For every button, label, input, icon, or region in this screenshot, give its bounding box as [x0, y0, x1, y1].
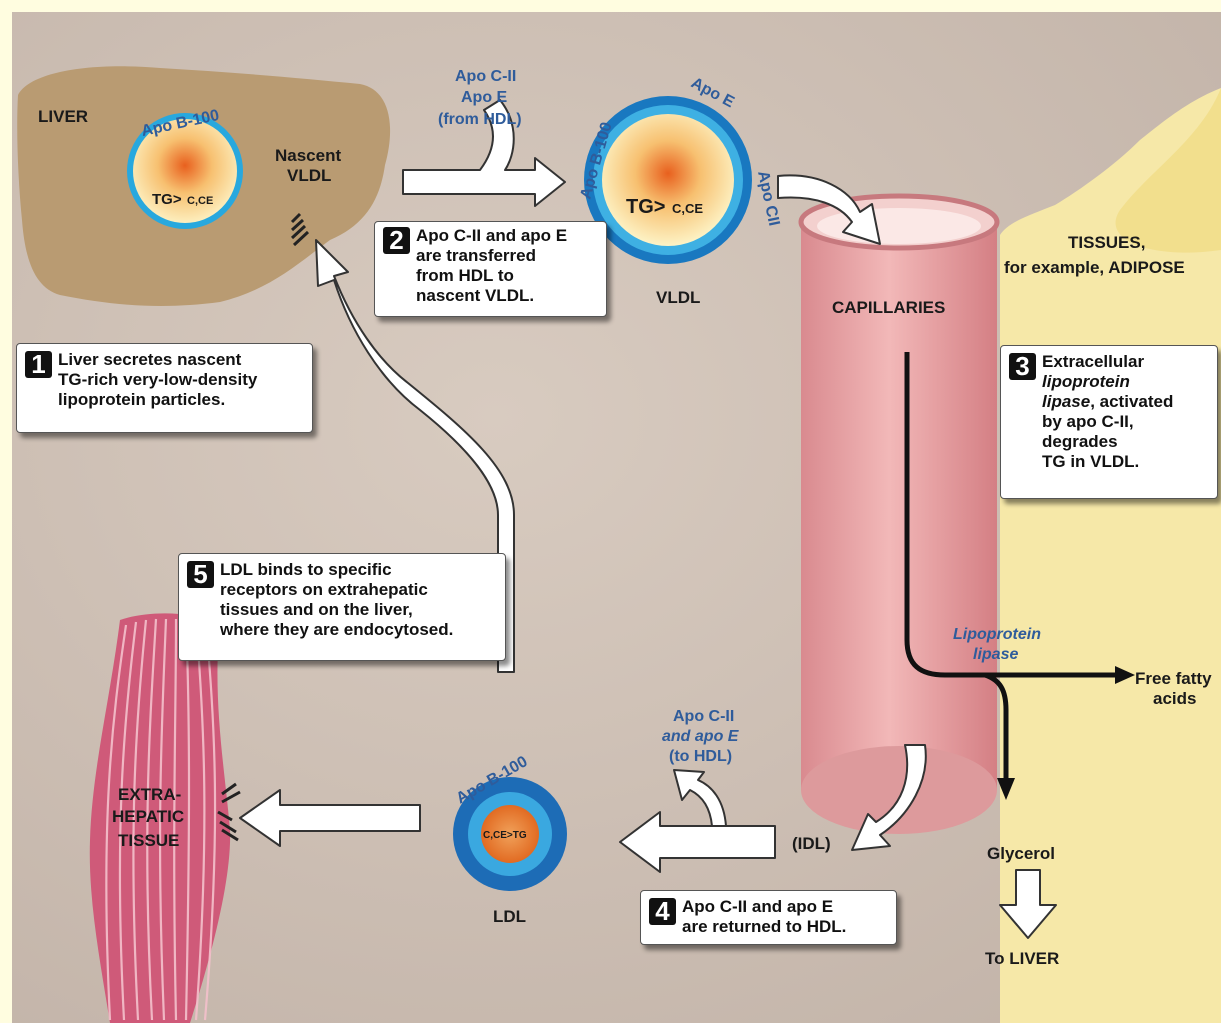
from-hdl-label: (from HDL)	[438, 111, 522, 128]
tg-vldl-main: TG>	[626, 196, 665, 218]
lipoprotein-label: Lipoprotein	[953, 626, 1041, 643]
step-3-line1: Extracellular	[1042, 352, 1144, 371]
to-hdl-label: (to HDL)	[669, 748, 732, 765]
vldl-label: VLDL	[656, 288, 700, 307]
step-3-number: 3	[1009, 353, 1036, 380]
to-liver-label: To LIVER	[985, 949, 1059, 968]
step-2-text: Apo C-II and apo E are transferred from …	[416, 226, 567, 306]
step-5-box: 5 LDL binds to specific receptors on ext…	[178, 553, 506, 661]
step-1-number: 1	[25, 351, 52, 378]
step-4-box: 4 Apo C-II and apo E are returned to HDL…	[640, 890, 897, 945]
apo-cii-return-label: Apo C-II	[673, 708, 734, 725]
tissue-label: TISSUE	[118, 831, 179, 850]
ldl-core-label: C,CE>TG	[483, 830, 527, 841]
free-fatty-label: Free fatty	[1135, 669, 1212, 688]
step-3-box: 3 Extracellular lipoprotein lipase, acti…	[1000, 345, 1218, 499]
step-4-text: Apo C-II and apo E are returned to HDL.	[682, 897, 846, 937]
and-apo-e-label: and apo E	[662, 728, 740, 745]
step-3-line2: lipoprotein	[1042, 372, 1130, 391]
step-5-number: 5	[187, 561, 214, 588]
ldl-label: LDL	[493, 907, 526, 926]
tissues-example-label: for example, ADIPOSE	[1004, 258, 1185, 277]
tg-liver-main: TG>	[152, 191, 182, 208]
step-2-box: 2 Apo C-II and apo E are transferred fro…	[374, 221, 607, 317]
glycerol-label: Glycerol	[987, 844, 1055, 863]
capillaries-label: CAPILLARIES	[832, 298, 945, 317]
capillary-top-inner	[817, 208, 981, 244]
step-3-line5: degrades	[1042, 432, 1118, 451]
extra-label: EXTRA-	[118, 785, 181, 804]
idl-label: (IDL)	[792, 834, 831, 853]
step-1-box: 1 Liver secretes nascent TG-rich very-lo…	[16, 343, 313, 433]
nascent-label: Nascent	[275, 146, 341, 165]
step-2-number: 2	[383, 227, 410, 254]
step-3-line4: by apo C-II,	[1042, 412, 1134, 431]
apo-cii-transfer-label: Apo C-II	[455, 68, 516, 85]
tissues-label: TISSUES,	[1068, 233, 1145, 252]
vldl-top-label: VLDL	[287, 166, 331, 185]
vldl-core	[602, 114, 734, 246]
liver-label: LIVER	[38, 107, 88, 126]
step-3-line3: lipase	[1042, 392, 1090, 411]
step-5-text: LDL binds to specific receptors on extra…	[220, 560, 453, 640]
step-3-line3b: , activated	[1090, 392, 1173, 411]
tg-liver-sub: C,CE	[187, 195, 213, 207]
apo-e-transfer-label: Apo E	[461, 89, 508, 106]
hepatic-label: HEPATIC	[112, 807, 184, 826]
tg-vldl-sub: C,CE	[672, 201, 703, 216]
step-1-text: Liver secretes nascent TG-rich very-low-…	[58, 350, 257, 410]
step-3-text: Extracellular lipoprotein lipase, activa…	[1042, 352, 1173, 472]
step-4-number: 4	[649, 898, 676, 925]
acids-label: acids	[1153, 689, 1196, 708]
step-3-line6: TG in VLDL.	[1042, 452, 1139, 471]
capillary-bottom	[801, 746, 997, 834]
lipase-label: lipase	[973, 646, 1018, 663]
